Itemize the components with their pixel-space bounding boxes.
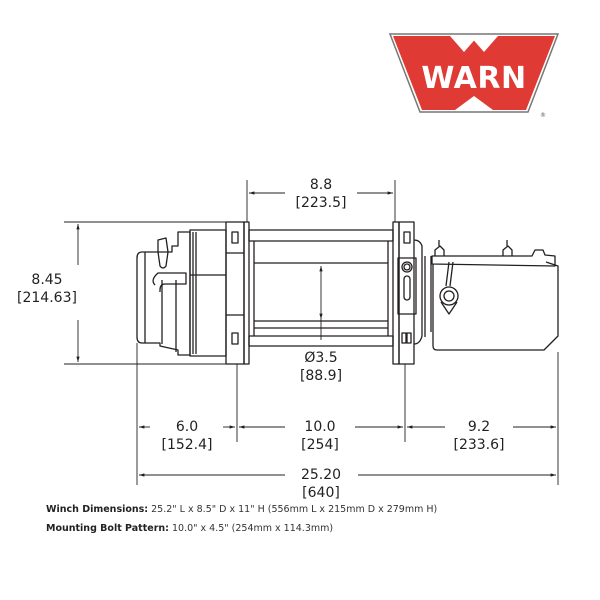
left-end-plate: [225, 221, 250, 365]
dim-bolt-mm: [254]: [301, 437, 339, 453]
dim-height-mm: [214.63]: [17, 290, 77, 306]
dim-drum-mm: [88.9]: [300, 368, 342, 384]
spec-list: Winch Dimensions: 25.2" L x 8.5" D x 11"…: [46, 500, 437, 538]
dim-overall-inch: 25.20: [301, 467, 341, 483]
dim-drum-inch: Ø3.5: [304, 350, 337, 366]
spec-winch-dimensions: Winch Dimensions: 25.2" L x 8.5" D x 11"…: [46, 500, 437, 519]
dimension-labels: 8.45 [214.63] 8.8 [223.5] Ø3.5 [88.9] 6.…: [17, 177, 504, 501]
spec-label: Mounting Bolt Pattern:: [46, 523, 169, 534]
dim-overall-mm: [640]: [302, 485, 340, 501]
dim-span-mm: [223.5]: [295, 195, 346, 211]
dimension-lines: [64, 180, 559, 485]
registered-mark: ®: [540, 112, 546, 119]
spec-label: Winch Dimensions:: [46, 504, 149, 515]
dim-right-mm: [233.6]: [453, 437, 504, 453]
logo-text: WARN: [421, 61, 526, 96]
dim-span-inch: 8.8: [310, 177, 332, 193]
right-end-plate: [392, 221, 417, 365]
motor-housing: [136, 229, 227, 357]
dim-height-inch: 8.45: [31, 272, 62, 288]
spec-value: 10.0" x 4.5" (254mm x 114.3mm): [171, 523, 334, 534]
dim-bolt-inch: 10.0: [304, 419, 335, 435]
warn-logo: WARN ®: [388, 33, 560, 119]
dim-left-mm: [152.4]: [161, 437, 212, 453]
spec-value: 25.2" L x 8.5" D x 11" H (556mm L x 215m…: [151, 504, 438, 515]
spec-mounting-bolt-pattern: Mounting Bolt Pattern: 10.0" x 4.5" (254…: [46, 519, 437, 538]
control-box: [413, 239, 559, 351]
dim-left-inch: 6.0: [176, 419, 198, 435]
dim-right-inch: 9.2: [468, 419, 490, 435]
